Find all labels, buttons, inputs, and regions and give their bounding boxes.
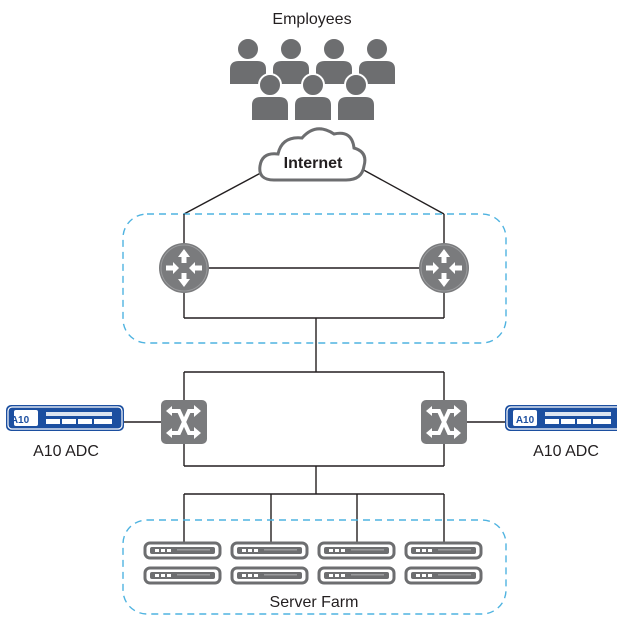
server-icon [317,566,396,585]
router-icon [418,242,470,294]
adc-logo-text: A10 [11,415,30,426]
server-icon [143,566,222,585]
adc-logo-text: A10 [516,415,535,426]
internet-label: Internet [284,155,343,172]
router-group-boundary [122,213,507,344]
adc-right-label: A10 ADC [533,443,599,460]
server-icon [230,541,309,560]
link-internet-router-left [183,167,271,215]
server-icon [230,566,309,585]
server-farm-label: Server Farm [270,594,359,611]
server-icon [404,541,483,560]
router-icon [158,242,210,294]
server-icon [404,566,483,585]
employees-group [228,37,397,122]
adc-left-label: A10 ADC [33,443,99,460]
switch-icon [419,398,469,446]
switch-icon [159,398,209,446]
server-icon [143,541,222,560]
employees-label: Employees [272,11,351,28]
server-icon [317,541,396,560]
link-internet-router-right [359,167,445,215]
server-farm [143,541,483,585]
cloud-icon [258,127,367,182]
